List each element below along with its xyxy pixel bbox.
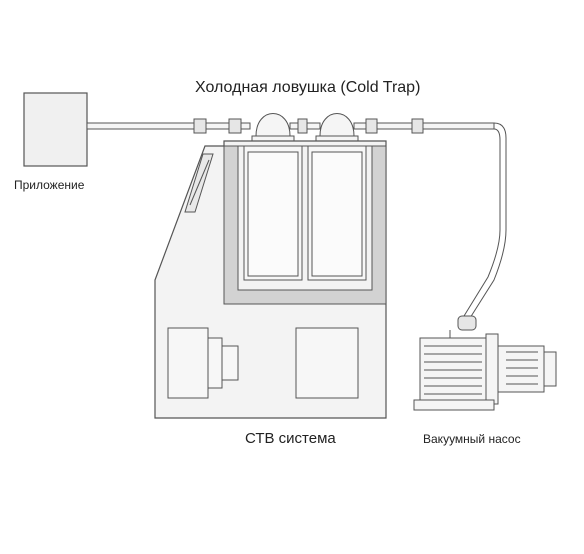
- cold-trap-label: Холодная ловушка (Cold Trap): [195, 79, 421, 96]
- application-label: Приложение: [14, 178, 85, 192]
- cold-trap-connector-pipe: [289, 118, 495, 134]
- vacuum-line: [469, 122, 507, 330]
- housing-slot: [189, 159, 210, 206]
- vacuum-pump: [413, 330, 557, 411]
- vacuum-line-inner: [463, 128, 501, 330]
- vacuum-pump-label: Вакуумный насос: [423, 432, 521, 446]
- application-pipe: [86, 118, 251, 134]
- trap-cylinder-left: [243, 145, 303, 281]
- ctb-system-label: СТВ система: [245, 430, 336, 447]
- application-box: [23, 92, 88, 167]
- compressor-block: [167, 327, 239, 399]
- vacuum-line-coupling: [457, 315, 477, 331]
- control-panel: [295, 327, 359, 399]
- trap-cylinder-right: [307, 145, 367, 281]
